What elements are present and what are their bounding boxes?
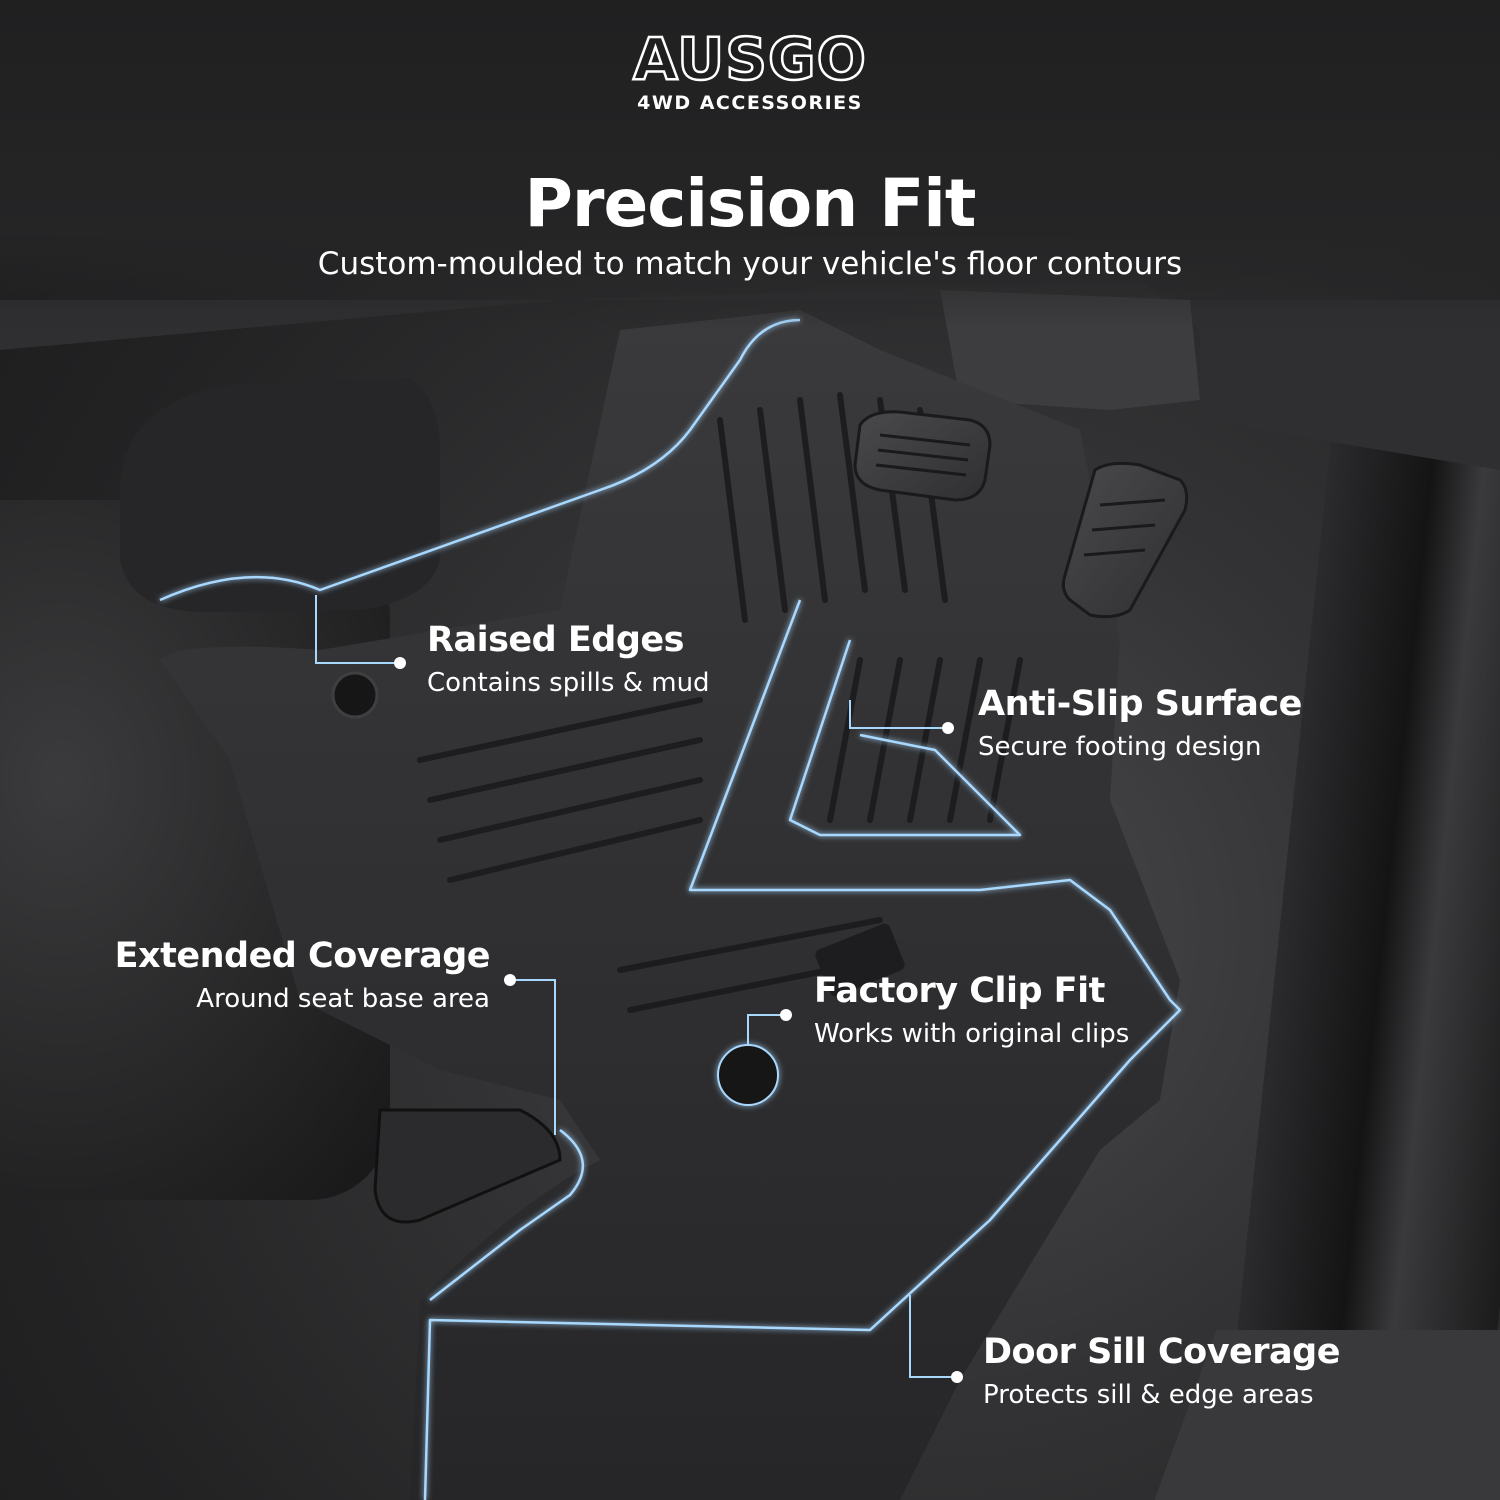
callout-factory-clip: Factory Clip Fit Works with original cli… xyxy=(814,971,1129,1049)
callout-desc: Around seat base area xyxy=(196,984,490,1014)
callout-desc: Protects sill & edge areas xyxy=(983,1380,1314,1410)
leader-dots xyxy=(394,657,963,1383)
subheadline: Custom-moulded to match your vehicle's f… xyxy=(317,246,1183,282)
callout-title: Door Sill Coverage xyxy=(983,1332,1340,1372)
mat-ribs xyxy=(417,392,1023,1013)
callout-title: Extended Coverage xyxy=(114,936,491,976)
floor-mat xyxy=(160,310,1180,1500)
callout-title: Factory Clip Fit xyxy=(814,971,1105,1011)
callout-raised-edges: Raised Edges Contains spills & mud xyxy=(427,620,710,698)
callout-title: Anti-Slip Surface xyxy=(978,684,1302,724)
callout-anti-slip: Anti-Slip Surface Secure footing design xyxy=(978,684,1302,762)
clip-mount-upper xyxy=(331,671,379,719)
contour-outline xyxy=(159,318,1182,1500)
pedal-grooves xyxy=(875,433,1166,557)
glovebox-recess xyxy=(120,378,440,612)
headline: Precision Fit xyxy=(524,165,977,242)
callout-desc: Works with original clips xyxy=(814,1019,1130,1049)
mat-logo-badge xyxy=(815,923,905,997)
callout-door-sill: Door Sill Coverage Protects sill & edge … xyxy=(983,1332,1340,1410)
brand-tagline: 4WD ACCESSORIES xyxy=(637,92,863,114)
callout-extended-coverage: Extended Coverage Around seat base area xyxy=(60,936,491,1014)
callout-desc: Secure footing design xyxy=(978,732,1262,762)
brand-logo: AUSGO 4WD ACCESSORIES xyxy=(0,25,1500,114)
callout-desc: Contains spills & mud xyxy=(427,668,710,698)
callout-title: Raised Edges xyxy=(427,620,684,660)
clip-mount-lower xyxy=(717,1044,779,1106)
leader-lines xyxy=(315,595,957,1378)
seat-rail xyxy=(373,1108,562,1224)
dashboard-panel xyxy=(0,280,1500,470)
header-band xyxy=(0,0,1500,330)
brand-name: AUSGO xyxy=(632,25,867,93)
